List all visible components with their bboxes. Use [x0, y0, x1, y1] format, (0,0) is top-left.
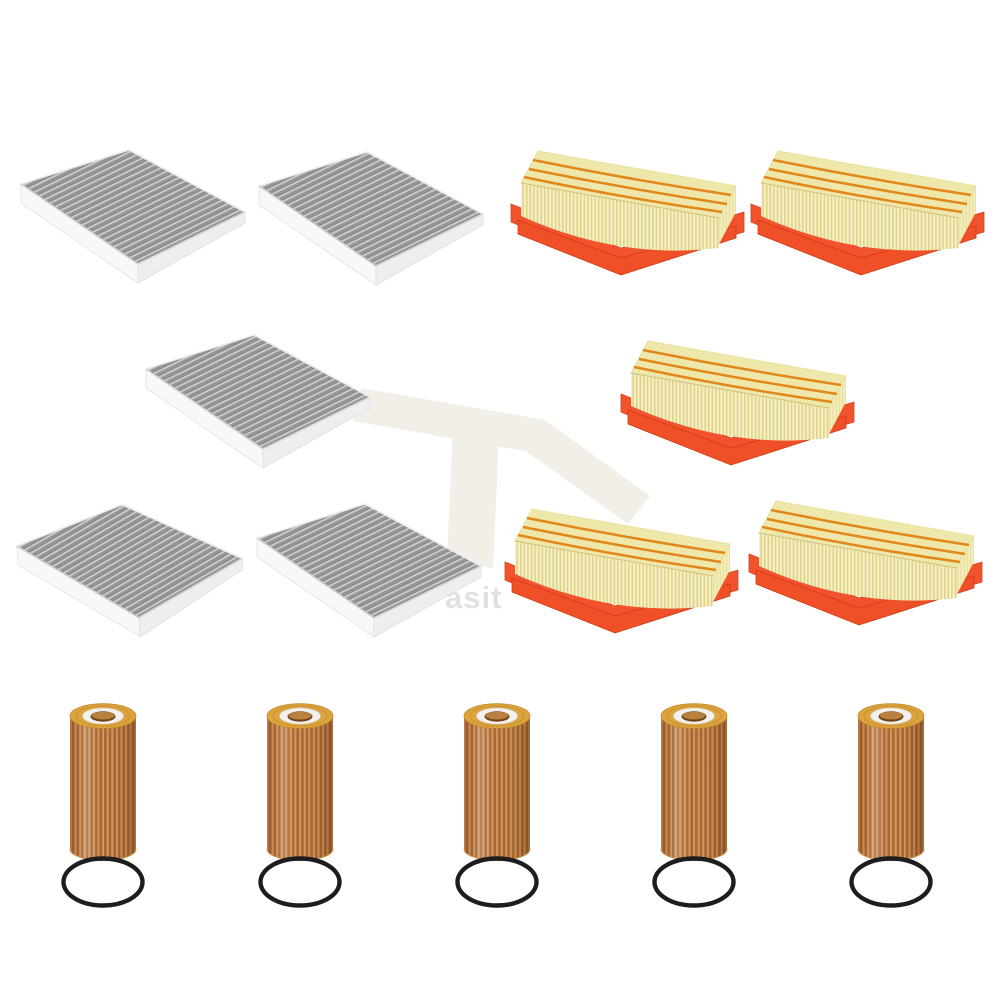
cabin-air-filter-4: [13, 495, 248, 646]
oil-filter-cartridge-3: [458, 704, 537, 906]
engine-air-filter-3: [619, 339, 856, 467]
engine-air-filter-1: [509, 149, 746, 277]
cabin-air-filter-3: [145, 334, 371, 469]
engine-air-filter-5: [747, 499, 984, 627]
watermark: asit: [353, 388, 650, 615]
cabin-air-filter-1: [20, 149, 246, 284]
watermark-shape-column: [447, 427, 499, 568]
watermark-shape-bar: [353, 388, 545, 453]
oil-filter-cartridge-1: [64, 704, 143, 906]
oil-filter-cartridge-2: [261, 704, 340, 906]
engine-air-filter-4: [503, 507, 740, 635]
cabin-air-filter-5: [256, 503, 482, 638]
cabin-air-filter-2: [258, 151, 484, 286]
oil-filter-cartridge-4: [655, 704, 734, 906]
watermark-shape-diagonal: [523, 420, 650, 524]
oil-filter-cartridge-5: [852, 704, 931, 906]
engine-air-filter-2: [749, 149, 986, 277]
